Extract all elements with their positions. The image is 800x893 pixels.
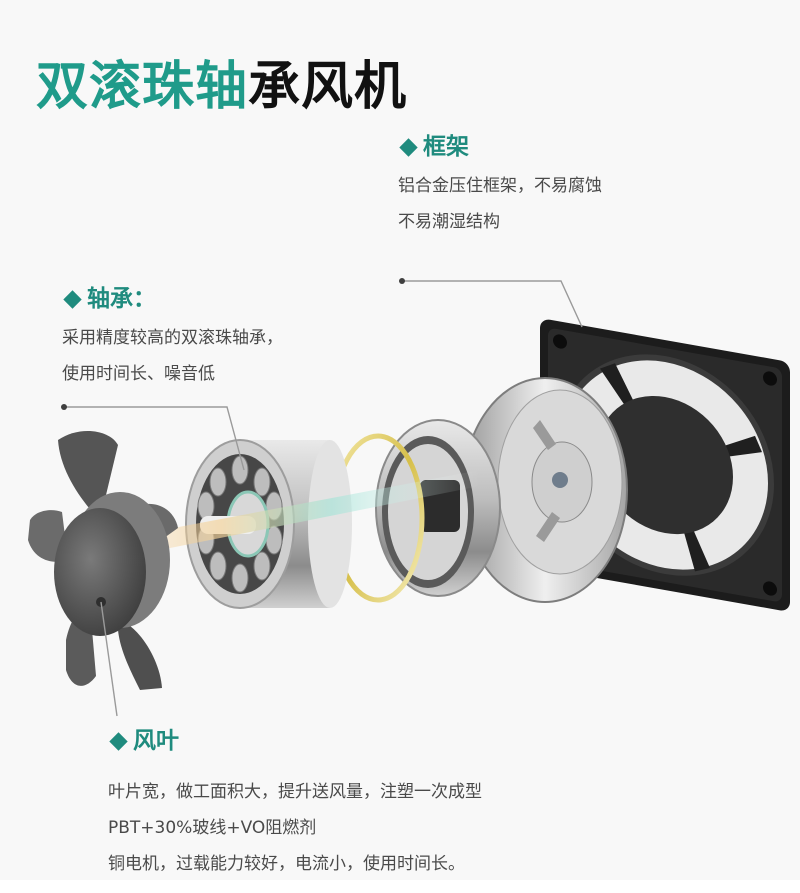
bearing-leader-line — [64, 406, 245, 471]
callout-bearing-heading: 轴承： — [62, 284, 283, 314]
callout-bearing-line: 使用时间长、噪音低 — [62, 364, 215, 384]
callout-blade-line: PBT+30%玻线+VO阻燃剂 — [108, 818, 317, 838]
leader-dot-icon — [399, 278, 405, 284]
callout-frame-heading: 框架 — [398, 132, 602, 162]
title-rest: 承风机 — [248, 57, 408, 117]
diamond-bullet-icon — [109, 731, 128, 751]
callout-frame-line: 不易潮湿结构 — [398, 212, 500, 232]
leader-dot-icon — [61, 404, 67, 410]
exploded-fan-diagram — [28, 319, 790, 690]
callout-blade: 风叶 叶片宽，做工面积大，提升送风量，注塑一次成型 PBT+30%玻线+VO阻燃… — [108, 726, 482, 880]
callout-blade-heading: 风叶 — [108, 726, 482, 756]
callout-blade-line: 铜电机，过载能力较好，电流小，使用时间长。 — [108, 854, 465, 874]
title-accent: 双滚珠轴 — [36, 57, 249, 117]
callout-frame-line: 铝合金压住框架，不易腐蚀 — [398, 176, 602, 196]
callout-bearing: 轴承： 采用精度较高的双滚珠轴承， 使用时间长、噪音低 — [62, 284, 283, 392]
callout-bearing-line: 采用精度较高的双滚珠轴承， — [62, 328, 283, 348]
frame-leader-line — [402, 280, 583, 328]
callout-frame: 框架 铝合金压住框架，不易腐蚀 不易潮湿结构 — [398, 132, 602, 240]
page-title: 双滚珠轴承风机 — [36, 56, 407, 118]
callout-blade-line: 叶片宽，做工面积大，提升送风量，注塑一次成型 — [108, 782, 482, 802]
shaft-light-beam — [110, 470, 480, 560]
impeller-blade — [28, 430, 178, 690]
blade-leader-line — [100, 601, 118, 717]
motor-hub — [462, 377, 628, 603]
